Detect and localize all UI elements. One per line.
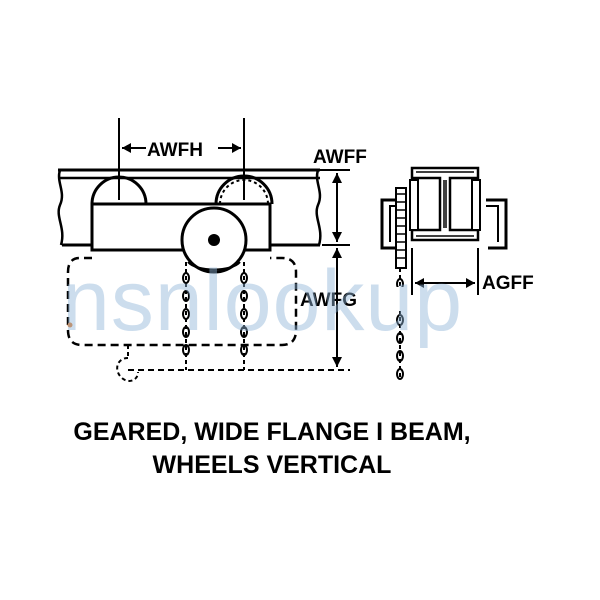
label-awfg: AWFG — [300, 290, 357, 311]
caption-line-2: WHEELS VERTICAL — [152, 451, 392, 479]
load-hook — [116, 345, 139, 382]
awfg-dimension — [128, 248, 350, 371]
accent-dot — [67, 322, 73, 328]
hand-chain-right — [240, 262, 248, 370]
label-awfh: AWFH — [147, 140, 203, 161]
label-agff: AGFF — [482, 273, 534, 294]
trolley-frame-right — [486, 198, 508, 250]
hoist-body-outline — [66, 256, 298, 347]
hand-chain-left — [182, 262, 190, 370]
caption-line-1: GEARED, WIDE FLANGE I BEAM, — [73, 418, 471, 446]
watermark: nsnlookup — [62, 253, 463, 349]
awff-dimension — [298, 169, 350, 246]
label-awff: AWFF — [313, 147, 367, 168]
i-beam-section — [410, 166, 480, 242]
awfh-dimension — [118, 118, 245, 200]
hand-wheel — [180, 206, 248, 274]
end-view-wheels — [409, 179, 481, 231]
side-view — [57, 118, 350, 382]
agff-dimension — [411, 248, 479, 295]
